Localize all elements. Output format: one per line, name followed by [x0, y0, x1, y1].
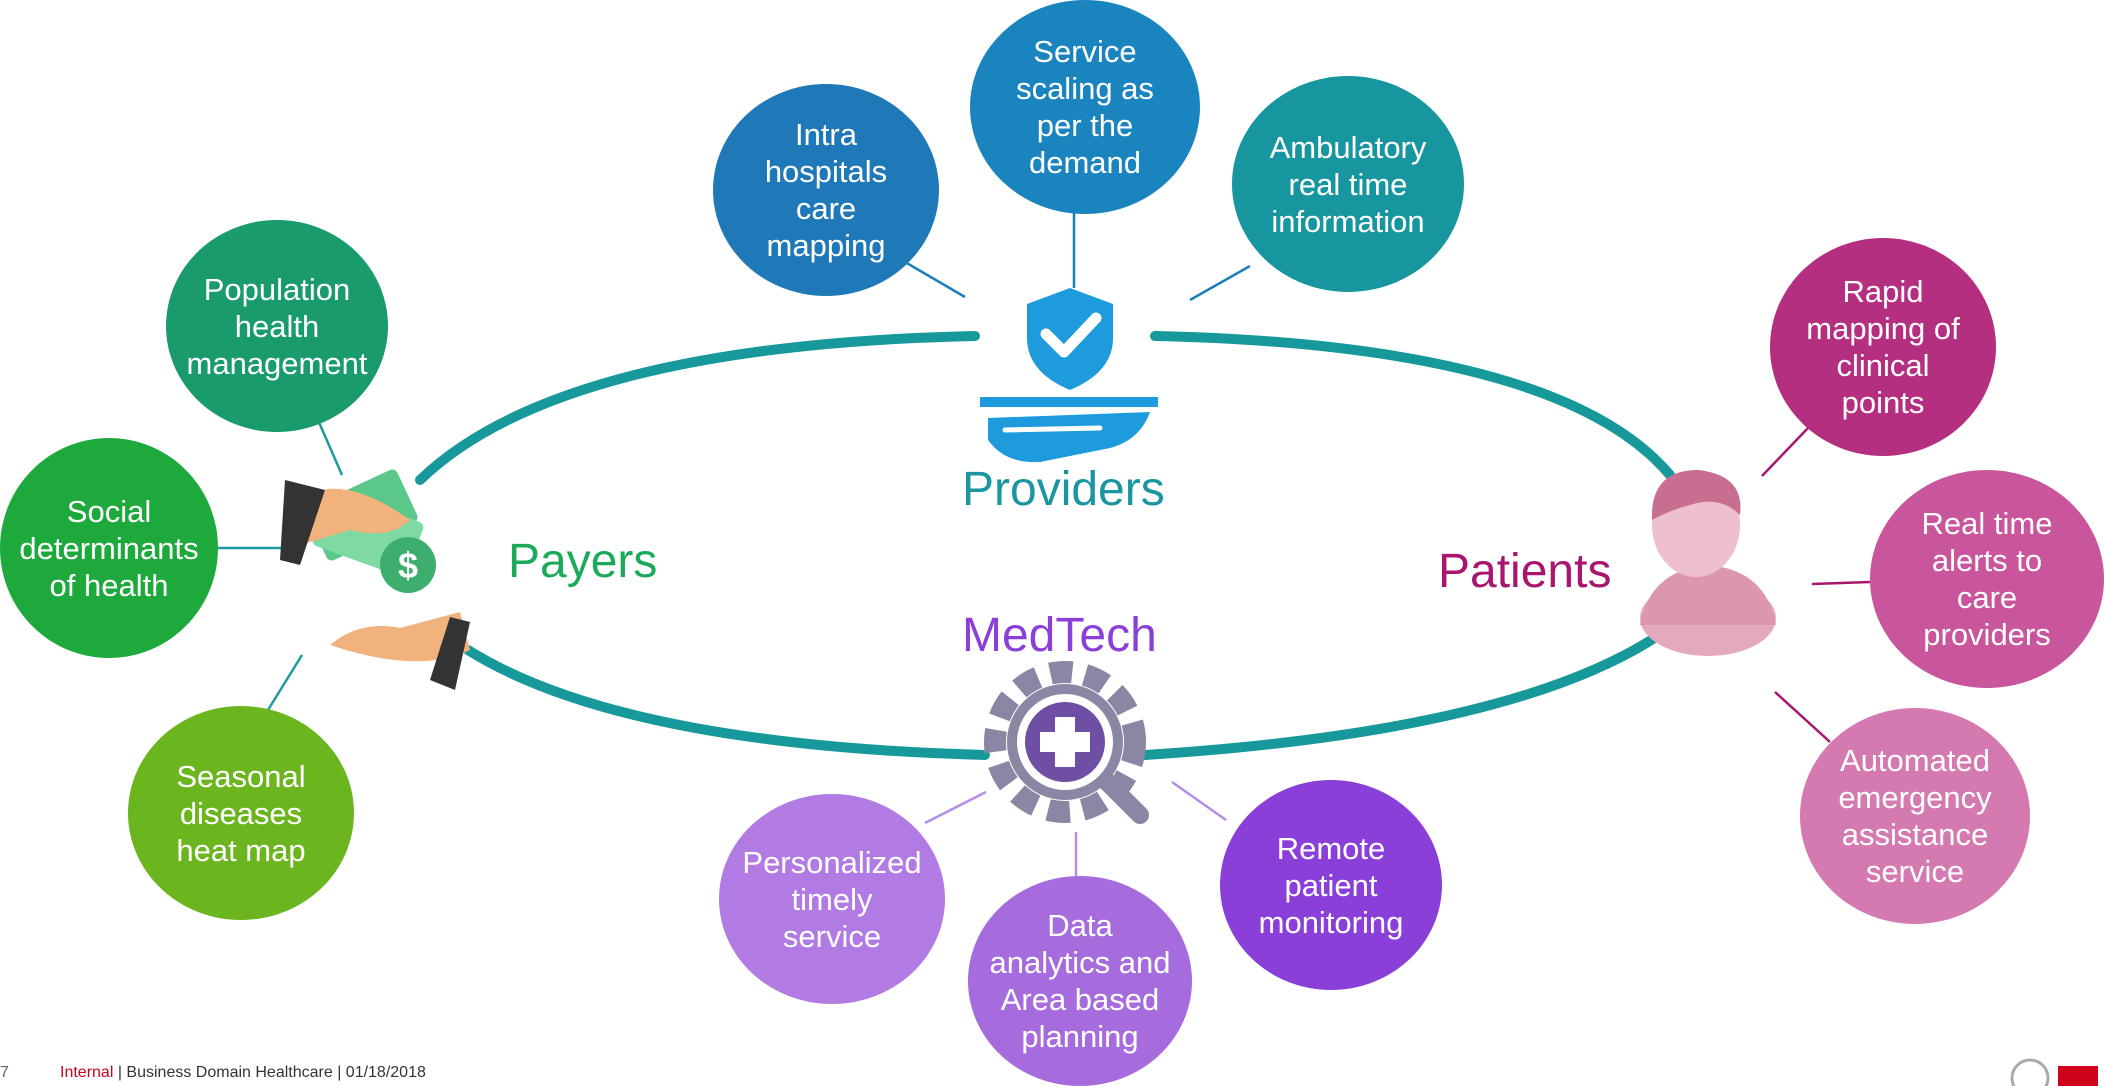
ring-arc-top-right	[1150, 331, 1675, 480]
ring-arc-bottom-left	[463, 645, 990, 760]
footer-line: Internal | Business Domain Healthcare | …	[60, 1064, 426, 1082]
svg-text:$: $	[398, 545, 418, 586]
footer-page-number: 7	[0, 1064, 9, 1081]
group-label-providers: Providers	[962, 463, 1165, 516]
providers-bubble-ambulatory: Ambulatory real time information	[1232, 76, 1464, 292]
medtech-bubble-data-analytics: Data analytics and Area based planning	[968, 876, 1192, 1086]
group-label-patients: Patients	[1438, 545, 1612, 598]
patients-bubble-automated-emergency: Automated emergency assistance service	[1800, 708, 2030, 924]
money-hands-icon: $	[280, 469, 470, 690]
connector-payers-3	[266, 654, 304, 711]
footer-logo-mark	[2058, 1066, 2098, 1086]
gear-plus-icon	[984, 661, 1149, 824]
person-icon	[1640, 470, 1776, 656]
shield-hand-icon	[980, 288, 1158, 463]
footer-classification: Internal	[60, 1064, 114, 1081]
group-label-medtech: MedTech	[962, 609, 1157, 662]
connector-providers-1	[904, 260, 966, 299]
footer-logo-icon	[2010, 1058, 2050, 1086]
ring-arc-bottom-right	[1140, 615, 1685, 760]
providers-bubble-service-scaling: Service scaling as per the demand	[970, 0, 1200, 214]
patients-bubble-real-time-alerts: Real time alerts to care providers	[1870, 470, 2104, 688]
connector-patients-1	[1761, 427, 1809, 477]
connector-patients-2	[1811, 580, 1871, 586]
connector-patients-3	[1774, 691, 1831, 743]
medtech-bubble-remote-monitoring: Remote patient monitoring	[1220, 780, 1442, 990]
payers-bubble-social-determinants: Social determinants of health	[0, 438, 218, 658]
group-label-payers: Payers	[508, 535, 658, 588]
connector-medtech-3	[1171, 780, 1227, 822]
ring-arc-top-left	[415, 331, 980, 485]
patients-bubble-rapid-mapping: Rapid mapping of clinical points	[1770, 238, 1996, 456]
connector-medtech-1	[924, 790, 987, 825]
connector-payers-1	[316, 419, 344, 476]
footer-text: | Business Domain Healthcare | 01/18/201…	[113, 1064, 426, 1081]
providers-bubble-intra-hospitals: Intra hospitals care mapping	[713, 84, 939, 296]
payers-bubble-population-health: Population health management	[166, 220, 388, 432]
medtech-bubble-personalized: Personalized timely service	[719, 794, 945, 1004]
payers-bubble-seasonal-diseases: Seasonal diseases heat map	[128, 706, 354, 920]
connector-providers-3	[1189, 264, 1251, 302]
